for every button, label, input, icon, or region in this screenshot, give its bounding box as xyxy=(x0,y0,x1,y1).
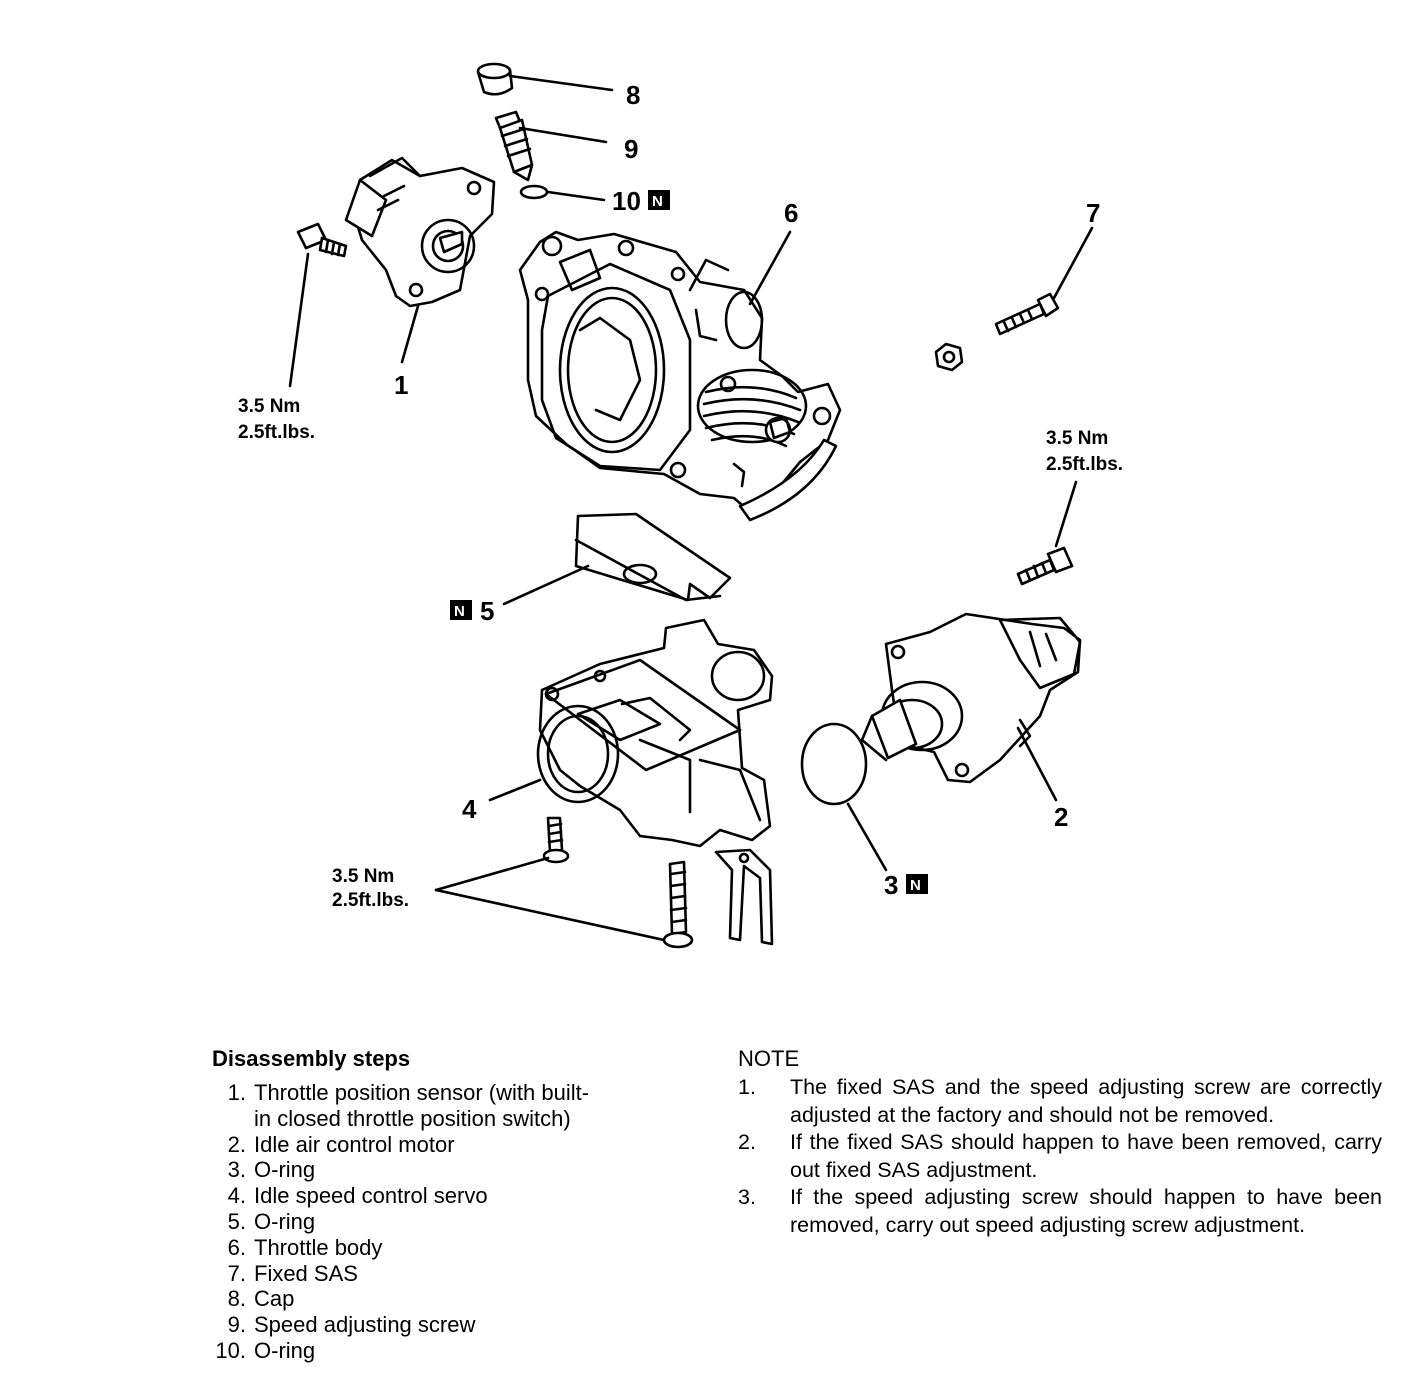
part-1-throttle-position-sensor xyxy=(344,156,496,308)
part-5-gasket xyxy=(574,512,732,602)
callout-9: 9 xyxy=(624,134,638,164)
part-4-isc-servo xyxy=(536,618,774,848)
leader-6 xyxy=(748,230,792,306)
leader-torque-2 xyxy=(1054,480,1078,548)
callout-10: 10 xyxy=(612,186,641,216)
callout-5: 5 xyxy=(480,596,494,626)
new-part-letter-5: N xyxy=(454,603,465,620)
callout-4: 4 xyxy=(462,794,477,824)
leader-2 xyxy=(1016,726,1058,802)
part-3-oring xyxy=(800,722,868,806)
iac-bolt xyxy=(1016,546,1074,586)
leader-3 xyxy=(846,802,888,872)
note-list: 1.The fixed SAS and the speed adjusting … xyxy=(738,1074,1382,1239)
torque-3-ftlbs: 2.5ft.lbs. xyxy=(332,890,409,911)
note-item: 3.If the speed adjusting screw should ha… xyxy=(738,1185,1382,1237)
tps-bolt xyxy=(296,222,348,258)
new-part-badge-3 xyxy=(906,874,928,894)
leader-9 xyxy=(518,126,608,144)
leader-torque-3a xyxy=(434,856,550,892)
step-item: 3.O-ring xyxy=(227,1157,316,1183)
isc-bolt-short xyxy=(542,816,570,864)
step-item: 4.Idle speed control servo xyxy=(227,1183,488,1209)
new-part-badge-10 xyxy=(648,190,670,210)
note-section: NOTE 1.The fixed SAS and the speed adjus… xyxy=(738,1046,1382,1239)
leader-8 xyxy=(508,74,614,92)
disassembly-steps: Disassembly steps 1.Throttle position se… xyxy=(200,1046,680,1364)
part-2-iac-motor xyxy=(860,612,1082,784)
torque-1-ftlbs: 2.5ft.lbs. xyxy=(238,422,315,443)
callout-2: 2 xyxy=(1054,802,1068,832)
note-title: NOTE xyxy=(738,1046,800,1071)
step-item: 2.Idle air control motor xyxy=(227,1131,455,1157)
torque-1-nm: 3.5 Nm xyxy=(238,396,300,417)
callout-3: 3 xyxy=(884,870,898,900)
part-7-fixed-sas xyxy=(994,292,1060,336)
leader-1 xyxy=(400,304,420,364)
step-item-cont: in closed throttle position switch) xyxy=(254,1105,571,1131)
leader-torque-3b xyxy=(434,888,666,942)
exploded-diagram: 8 9 10 N 6 7 1 3.5 Nm 2.5ft.lbs. 3.5 Nm … xyxy=(238,62,1123,949)
step-item: 9.Speed adjusting screw xyxy=(227,1312,476,1338)
torque-2-ftlbs: 2.5ft.lbs. xyxy=(1046,454,1123,475)
step-item: 7.Fixed SAS xyxy=(227,1260,358,1286)
part-10-oring xyxy=(519,184,549,200)
step-item: 10.O-ring xyxy=(215,1337,316,1363)
callout-6: 6 xyxy=(784,198,798,228)
step-item: 5.O-ring xyxy=(227,1208,316,1234)
sas-nut xyxy=(934,342,964,372)
part-9-screw xyxy=(494,110,534,182)
torque-3-nm: 3.5 Nm xyxy=(332,866,394,887)
leader-10 xyxy=(546,190,606,202)
step-item: 1.Throttle position sensor (with built- xyxy=(227,1080,590,1105)
step-item: 8.Cap xyxy=(227,1286,295,1312)
part-6-throttle-body xyxy=(518,230,842,522)
leader-5 xyxy=(502,564,590,606)
isc-bracket xyxy=(714,848,774,946)
leader-torque-1 xyxy=(288,252,310,388)
new-part-letter-3: N xyxy=(910,877,921,894)
disassembly-list: 1.Throttle position sensor (with built- … xyxy=(200,1080,680,1364)
isc-bolt-long xyxy=(662,860,694,949)
note-item: 2.If the fixed SAS should happen to have… xyxy=(738,1130,1382,1182)
new-part-badge-5 xyxy=(450,600,472,620)
step-item: 6.Throttle body xyxy=(227,1234,383,1260)
new-part-letter-10: N xyxy=(652,193,663,210)
callout-1: 1 xyxy=(394,370,408,400)
note-item: 1.The fixed SAS and the speed adjusting … xyxy=(738,1075,1382,1127)
leader-4 xyxy=(488,778,542,802)
part-8-cap xyxy=(476,62,514,96)
leader-7 xyxy=(1052,226,1094,300)
callout-8: 8 xyxy=(626,80,640,110)
disassembly-title: Disassembly steps xyxy=(212,1046,411,1071)
torque-2-nm: 3.5 Nm xyxy=(1046,428,1108,449)
callout-7: 7 xyxy=(1086,198,1100,228)
